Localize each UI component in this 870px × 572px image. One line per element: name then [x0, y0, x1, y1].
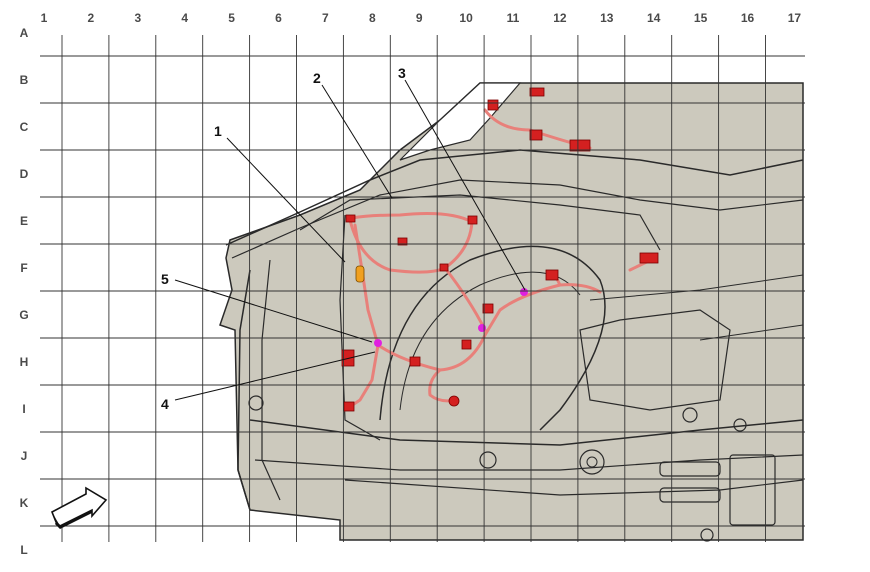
connector	[482, 303, 494, 314]
body-hole	[579, 449, 605, 475]
grid-column-label: 1	[41, 11, 48, 25]
tail-lamp-pocket	[579, 309, 731, 411]
connector	[569, 139, 591, 152]
grid-column-label: 8	[369, 11, 376, 25]
deck-lid-outline	[225, 149, 804, 246]
trunk-opening-edge	[299, 194, 661, 251]
grid-column-label: 14	[647, 11, 661, 25]
left-pillar	[237, 269, 251, 511]
grid-row-label: C	[20, 120, 29, 134]
connector	[397, 237, 408, 246]
connector	[467, 215, 478, 225]
connector	[409, 356, 421, 367]
grid-row-label: F	[20, 261, 27, 275]
connector	[529, 129, 543, 141]
callout-4-leader	[174, 351, 376, 401]
connector	[545, 269, 559, 281]
body-hole	[682, 407, 698, 423]
fuse-block-accent	[355, 265, 365, 283]
grid-row-labels: A B C D E F G H I J K L	[19, 26, 28, 557]
body-slot	[659, 461, 721, 477]
callout-1-leader	[226, 137, 346, 263]
grid-column-label: 9	[416, 11, 423, 25]
grid-column-label: 11	[507, 11, 520, 25]
grid-row-label: L	[20, 543, 27, 557]
quarter-panel-line	[589, 274, 804, 301]
connector	[343, 401, 355, 412]
connector	[439, 263, 449, 272]
grid-row-label: D	[20, 167, 29, 181]
callout-3-label: 3	[398, 65, 406, 81]
callout-2-leader	[321, 84, 393, 199]
connector	[529, 87, 545, 97]
bumper-beam	[344, 479, 804, 496]
grid-column-label: 4	[181, 11, 188, 25]
harness-branch-lower	[428, 368, 457, 403]
grid-column-label: 15	[694, 11, 708, 25]
callout-2-label: 2	[313, 70, 321, 86]
front-direction-arrow-icon	[50, 486, 108, 529]
callout-1-label: 1	[214, 123, 222, 139]
body-slot	[659, 487, 721, 503]
grid-column-label: 10	[459, 11, 473, 25]
body-hole	[586, 456, 598, 468]
connector	[461, 339, 472, 350]
body-hole	[700, 528, 714, 542]
body-hole	[733, 418, 747, 432]
rear-sill-bottom	[254, 454, 804, 471]
grid-row-label: B	[20, 73, 29, 87]
callout-5-leader	[174, 279, 373, 343]
body-hole	[248, 395, 264, 411]
connector	[487, 99, 499, 111]
grid-column-label: 17	[788, 11, 802, 25]
callout-4-label: 4	[161, 396, 169, 412]
quarter-panel-line-2	[699, 324, 804, 341]
vehicle-body-illustration	[219, 82, 804, 542]
splice-point	[520, 288, 528, 296]
grid-row-label: G	[19, 308, 28, 322]
grid-row-label: H	[20, 355, 29, 369]
grid-column-label: 6	[275, 11, 282, 25]
ground-stud	[448, 395, 460, 407]
grid-column-label: 12	[553, 11, 567, 25]
wheelhouse-arch	[379, 245, 606, 431]
callouts: 1 2 3 4 5	[161, 65, 526, 412]
splice-point	[478, 324, 486, 332]
grid-row-label: E	[20, 214, 28, 228]
connector	[639, 252, 659, 264]
grid-row-label: A	[20, 26, 29, 40]
grid-column-label: 13	[600, 11, 614, 25]
harness-branch-upper-loop	[348, 212, 474, 274]
grid-row-label: J	[21, 449, 28, 463]
grid-column-label: 16	[741, 11, 755, 25]
connector	[345, 214, 356, 223]
callout-5-label: 5	[161, 271, 169, 287]
grid-column-label: 2	[88, 11, 95, 25]
grid-column-label: 7	[322, 11, 329, 25]
grid-row-label: K	[20, 496, 29, 510]
body-hole	[479, 451, 497, 469]
grid-column-label: 5	[228, 11, 235, 25]
callout-3-leader	[404, 79, 526, 291]
grid-column-label: 3	[134, 11, 141, 25]
body-slot	[729, 454, 776, 526]
grid-lines	[40, 35, 805, 542]
splice-point	[374, 339, 382, 347]
grid-row-label: I	[22, 402, 25, 416]
